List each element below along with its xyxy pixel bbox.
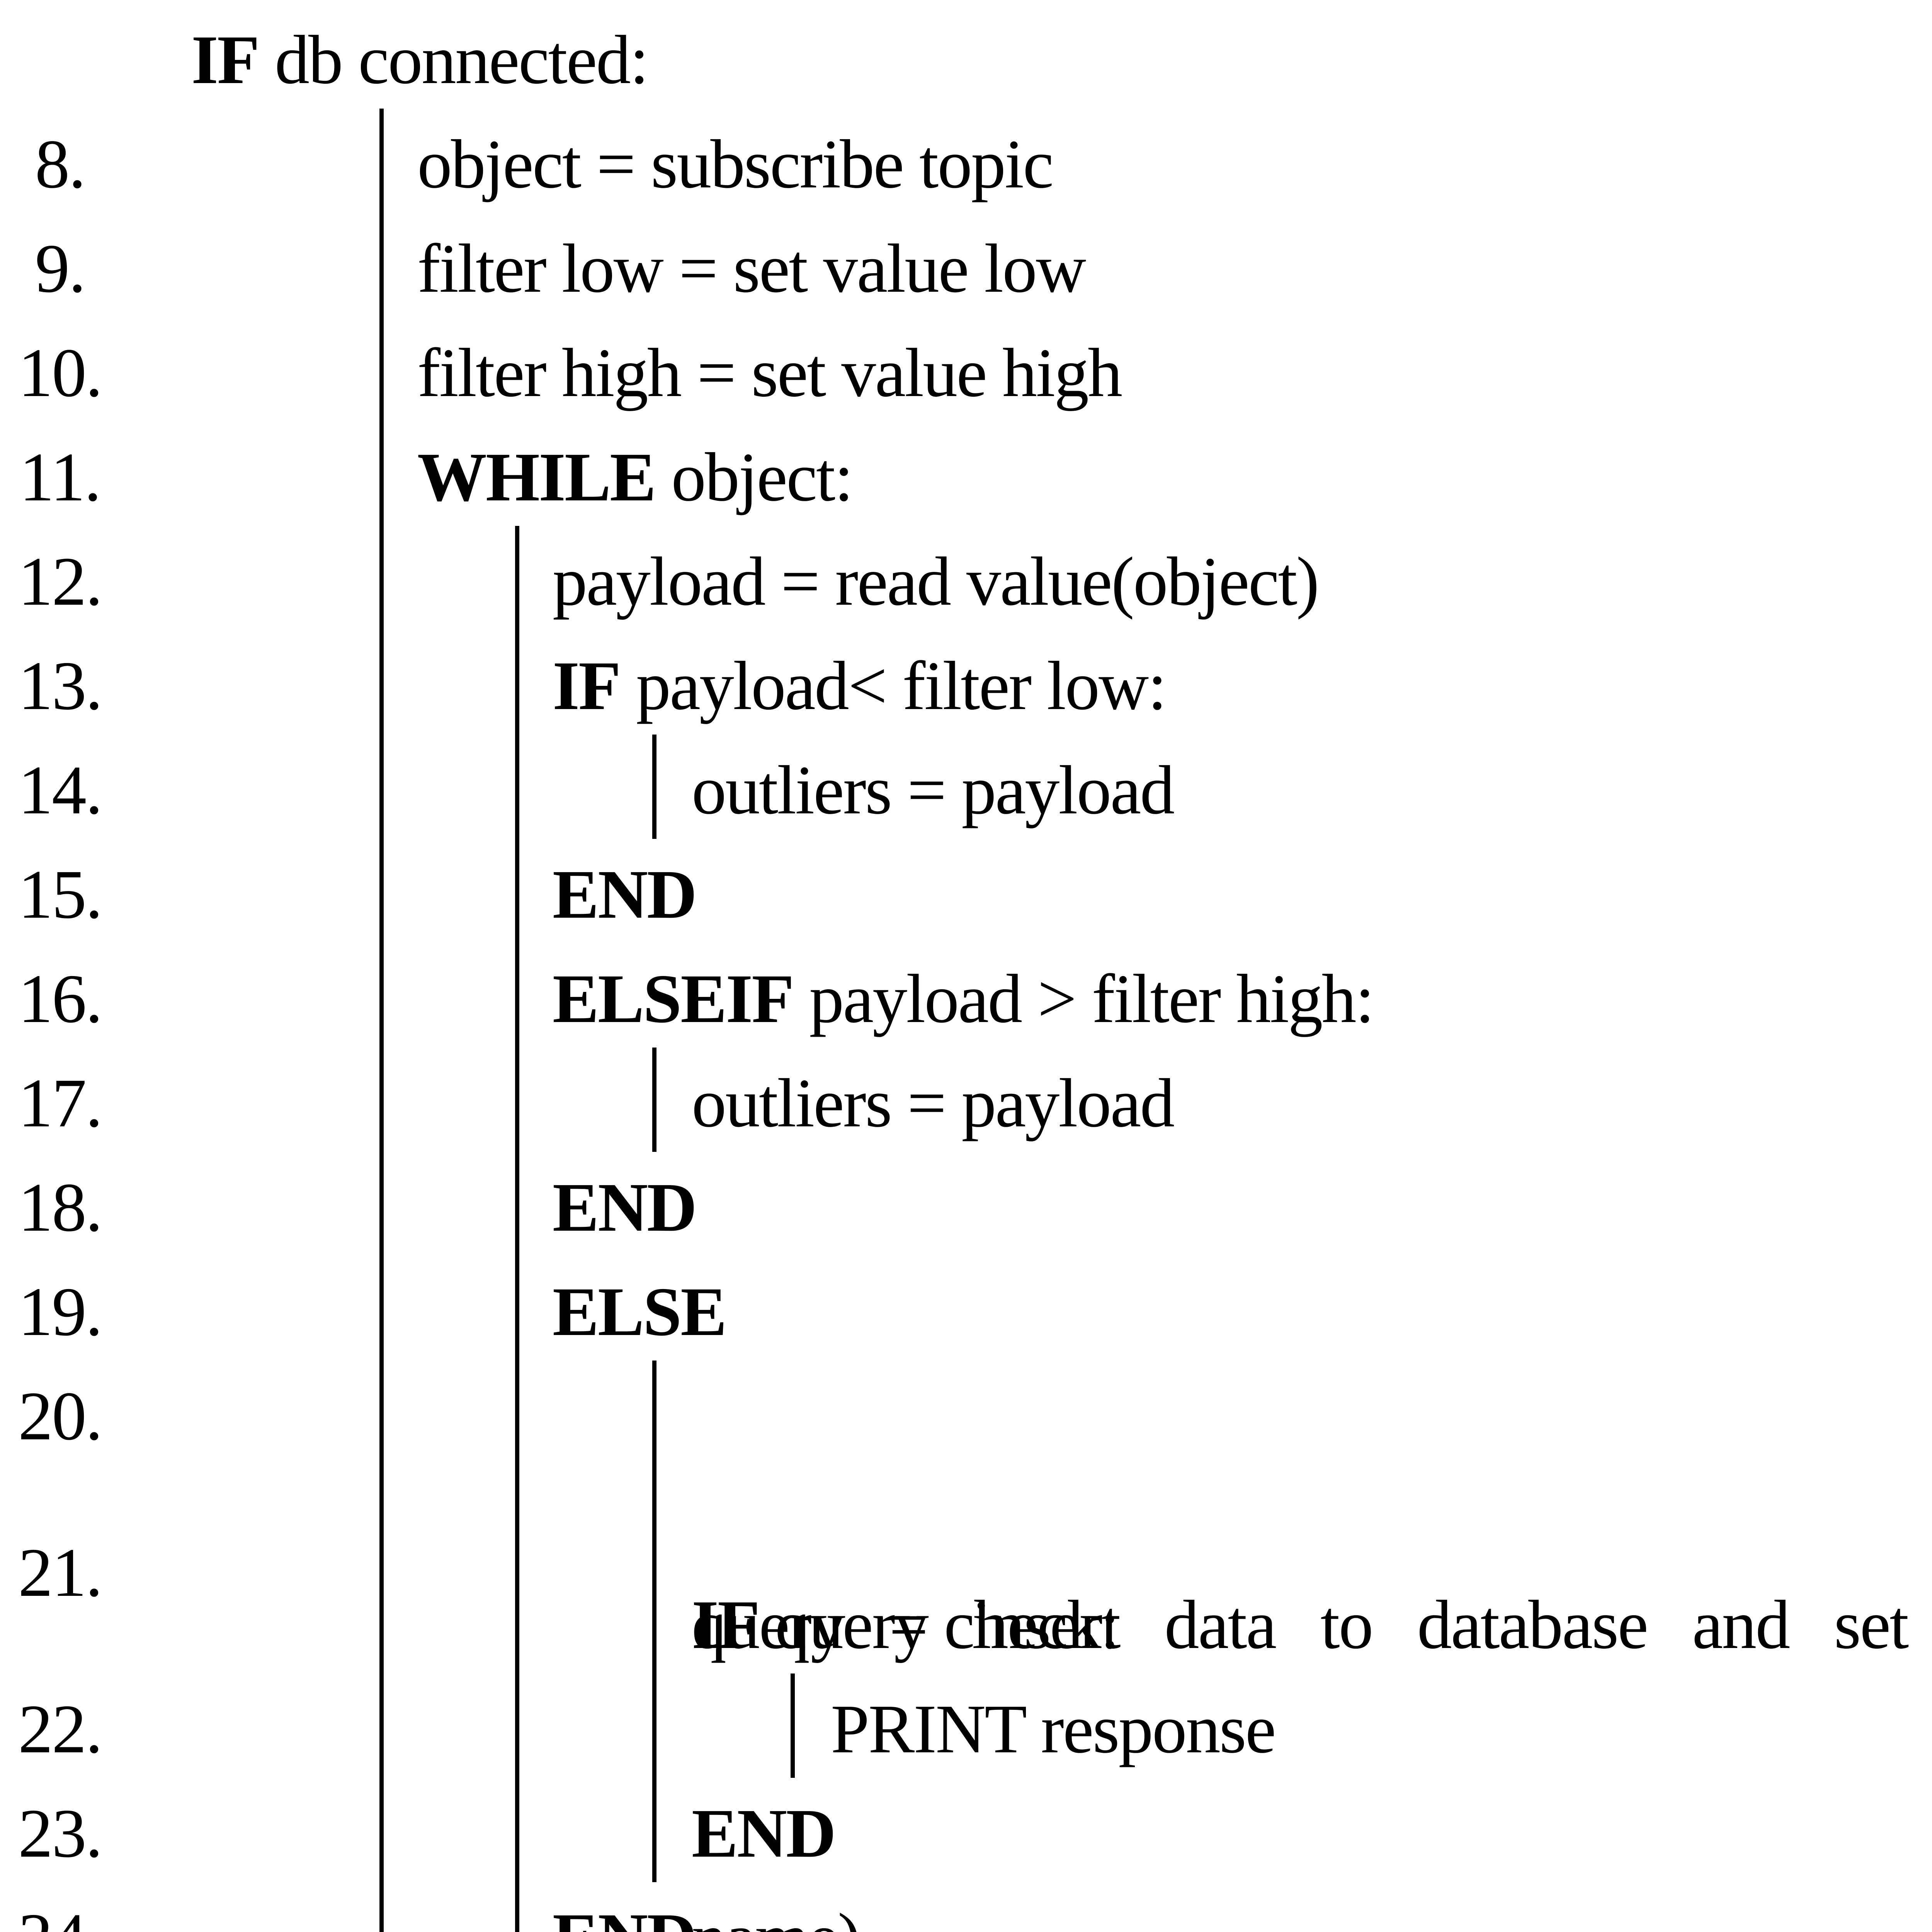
indent-guide-elseif-body xyxy=(652,1048,656,1152)
code-text: outliers = payload xyxy=(692,1051,1175,1155)
statement: db connected: xyxy=(259,21,649,98)
indent-guide-if-low-body xyxy=(652,735,656,839)
line-number: 11. xyxy=(19,439,101,515)
code-line-24: 24. END xyxy=(0,1781,1932,1932)
line-number: 21. xyxy=(18,1534,103,1611)
code-text: object = subscribe topic xyxy=(417,112,1054,216)
line-number: 10. xyxy=(18,334,103,411)
word: = xyxy=(889,1586,929,1663)
line-number: 19. xyxy=(18,1273,103,1350)
keyword: END xyxy=(692,1795,836,1872)
keyword: END xyxy=(553,1169,697,1246)
indent-guide-if-query-body xyxy=(791,1673,795,1778)
code-line-11: 11. filter high = set value high xyxy=(0,321,1932,515)
word: query xyxy=(692,1586,845,1663)
code-text: outliers = payload xyxy=(692,738,1175,842)
code-line-23: 23. PRINT response xyxy=(0,1677,1932,1872)
statement: payload = read value(object) xyxy=(553,543,1320,620)
word: to xyxy=(1320,1586,1373,1663)
indent-guide-else-body xyxy=(652,1361,656,1882)
code-text: IF db connected: xyxy=(191,8,649,112)
word: database xyxy=(1417,1586,1649,1663)
keyword: END xyxy=(553,1899,697,1932)
justified-statement-line: query=insertdatatodatabaseandsetquery(pa… xyxy=(692,1573,1932,1677)
code-line-12: 12. WHILE object: xyxy=(0,425,1932,620)
keyword: IF xyxy=(553,647,621,724)
statement: payload< filter low: xyxy=(620,647,1167,724)
line-number: 8. xyxy=(35,126,86,202)
line-number: 15. xyxy=(18,856,103,933)
keyword: ELSE xyxy=(553,1273,727,1350)
code-text: IF payload< filter low: xyxy=(553,634,1167,738)
indent-guide-while-body xyxy=(515,526,519,1932)
code-line-14: 14. IF payload< filter low: xyxy=(0,634,1932,828)
line-number: 9. xyxy=(35,230,86,307)
line-number: 13. xyxy=(18,647,103,724)
line-number: 17. xyxy=(18,1065,103,1141)
code-text: query=insertdatatodatabaseandsetquery(pa… xyxy=(692,1364,1932,1932)
code-text: filter low = set value low xyxy=(417,216,1086,321)
line-number: 23. xyxy=(18,1795,103,1872)
keyword: END xyxy=(553,856,697,933)
word: and xyxy=(1692,1586,1790,1663)
code-line-9: 9. object = subscribe topic xyxy=(0,112,1932,307)
code-text: END xyxy=(553,1886,697,1932)
word: set xyxy=(1834,1586,1909,1663)
code-text: ELSEIF payload > filter high: xyxy=(553,947,1374,1051)
code-line-20: 20. ELSE xyxy=(0,1260,1932,1454)
statement: outliers = payload xyxy=(692,752,1175,828)
code-text: payload = read value(object) xyxy=(553,529,1320,634)
statement: query check: xyxy=(759,1586,1120,1663)
code-line-15: 15. outliers = payload xyxy=(0,738,1932,933)
code-line-18: 18. outliers = payload xyxy=(0,1051,1932,1246)
keyword: IF xyxy=(692,1586,760,1663)
code-text: filter high = set value high xyxy=(417,321,1122,425)
line-number: 12. xyxy=(18,543,103,620)
keyword: ELSEIF xyxy=(553,960,794,1037)
indent-guide-if-db-body xyxy=(379,109,384,1932)
statement: outliers = payload xyxy=(692,1065,1175,1141)
code-text: IF query check: xyxy=(692,1573,1120,1677)
line-number: 14. xyxy=(18,752,103,828)
statement-continuation: name) xyxy=(692,1886,1932,1932)
line-number: 20. xyxy=(18,1378,103,1454)
keyword: IF xyxy=(191,21,260,98)
code-line-17: 17. ELSEIF payload > filter high: xyxy=(0,947,1932,1141)
line-number: 18. xyxy=(18,1169,103,1246)
word: data xyxy=(1164,1586,1277,1663)
line-number: 16. xyxy=(18,960,103,1037)
line-number: 24. xyxy=(12,1886,108,1932)
statement: object: xyxy=(655,439,854,515)
code-text: END xyxy=(553,842,697,947)
statement: PRINT response xyxy=(831,1690,1276,1767)
code-text: WHILE object: xyxy=(417,425,854,529)
line-number: 22. xyxy=(18,1690,103,1767)
code-line-19: 19. END xyxy=(0,1155,1932,1350)
word: insert xyxy=(972,1586,1121,1663)
code-line-10: 10. filter low = set value low xyxy=(0,216,1932,411)
statement: payload > filter high: xyxy=(793,960,1374,1037)
code-text: PRINT response xyxy=(831,1677,1276,1781)
statement: filter high = set value high xyxy=(417,334,1122,411)
code-line-25: 25. END xyxy=(0,1886,1932,1932)
code-line-16: 16. END xyxy=(0,842,1932,1037)
code-text: END xyxy=(692,1781,836,1886)
code-text: END xyxy=(553,1155,697,1260)
code-line-13: 13. payload = read value(object) xyxy=(0,529,1932,724)
keyword: WHILE xyxy=(417,439,656,515)
statement: object = subscribe topic xyxy=(417,126,1054,202)
code-line-8: 8. IF db connected: xyxy=(0,8,1932,202)
code-line-22: 22. IF query check: xyxy=(0,1573,1932,1767)
statement: filter low = set value low xyxy=(417,230,1086,307)
code-text: ELSE xyxy=(553,1260,727,1364)
